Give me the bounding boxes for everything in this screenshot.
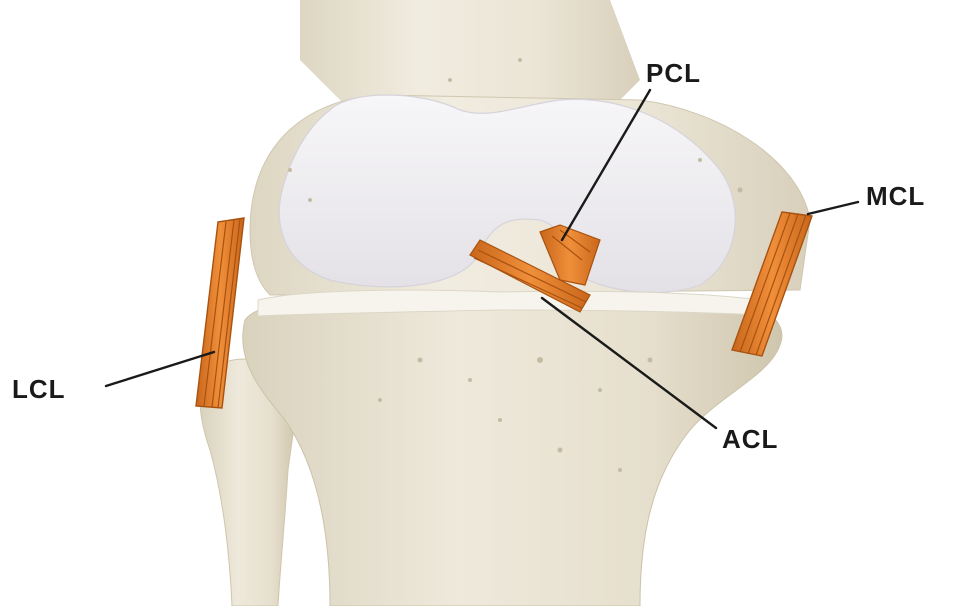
- acl-label: ACL: [722, 424, 778, 454]
- pcl-label: PCL: [646, 58, 701, 88]
- mcl-leader-line: [808, 202, 858, 214]
- lcl-label: LCL: [12, 374, 66, 404]
- lcl-leader-line: [106, 352, 214, 386]
- tibia: [243, 297, 782, 606]
- mcl-label: MCL: [866, 181, 925, 211]
